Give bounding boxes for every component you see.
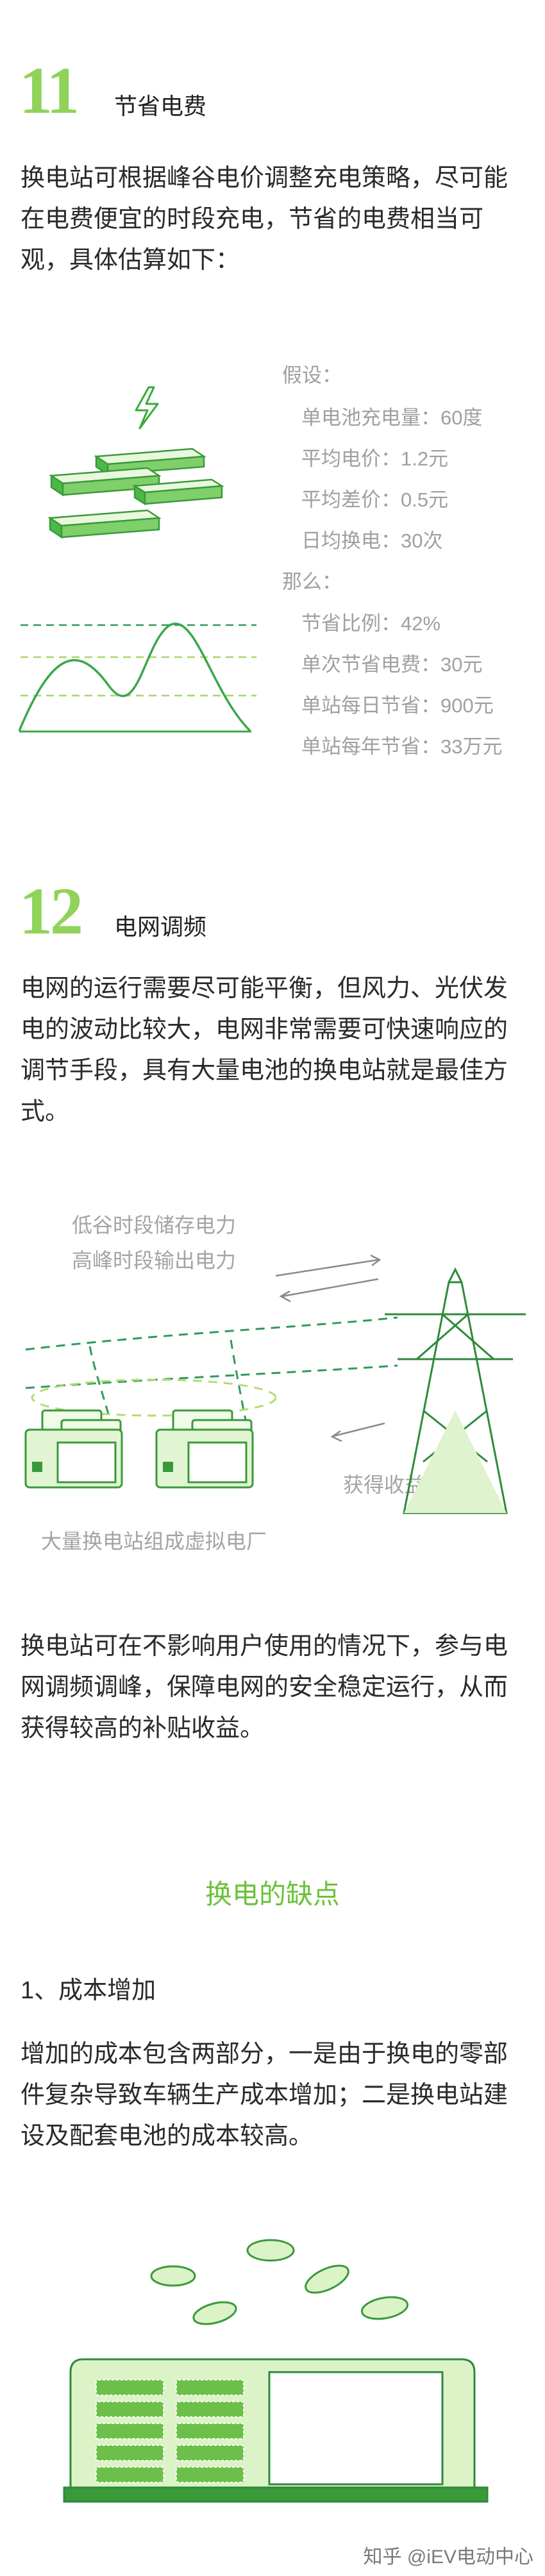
drawback-1-text: 增加的成本包含两部分，一是由于换电的零部件复杂导致车辆生产成本增加；二是换电站建… [21, 2041, 508, 2150]
lightning-icon [135, 386, 159, 430]
section12-paragraph: 电网的运行需要尽可能平衡，但风力、光伏发电的波动比较大，电网非常需要可快速响应的… [21, 975, 508, 1125]
assumption-item: 平均电价：1.2元 [301, 447, 449, 470]
assume-label: 假设： [282, 364, 342, 387]
assumption-item: 平均差价：0.5元 [301, 489, 449, 511]
then-label: 那么： [282, 571, 342, 593]
label-virtual-plant: 大量换电站组成虚拟电厂 [41, 1530, 267, 1553]
drawbacks-title: 换电的缺点 [205, 1879, 340, 1909]
result-item: 节省比例：42% [301, 612, 441, 635]
label-output-power: 高峰时段输出电力 [72, 1249, 237, 1272]
assumption-item: 单电池充电量：60度 [301, 406, 483, 429]
label-store-power: 低谷时段储存电力 [72, 1214, 237, 1237]
section-number-11: 11 [19, 54, 80, 128]
result-item: 单站每日节省：900元 [301, 694, 494, 717]
watermark: 知乎 @iEV电动中心 [363, 2547, 533, 2568]
section12-paragraph-2: 换电站可在不影响用户使用的情况下，参与电网调频调峰，保障电网的安全稳定运行，从而… [21, 1633, 508, 1742]
section11-paragraph: 换电站可根据峰谷电价调整充电策略，尽可能在电费便宜的时段充电，节省的电费相当可观… [21, 165, 508, 274]
label-income: 获得收益 [343, 1473, 426, 1496]
section-number-12: 12 [19, 874, 83, 948]
drawback-1-title: 1、成本增加 [21, 1977, 156, 2004]
section-title-grid-regulation: 电网调频 [114, 914, 207, 940]
result-item: 单次节省电费：30元 [301, 653, 483, 676]
assumption-item: 日均换电：30次 [301, 530, 443, 552]
section-title-save-electricity: 节省电费 [114, 93, 207, 119]
result-item: 单站每年节省：33万元 [301, 735, 503, 758]
